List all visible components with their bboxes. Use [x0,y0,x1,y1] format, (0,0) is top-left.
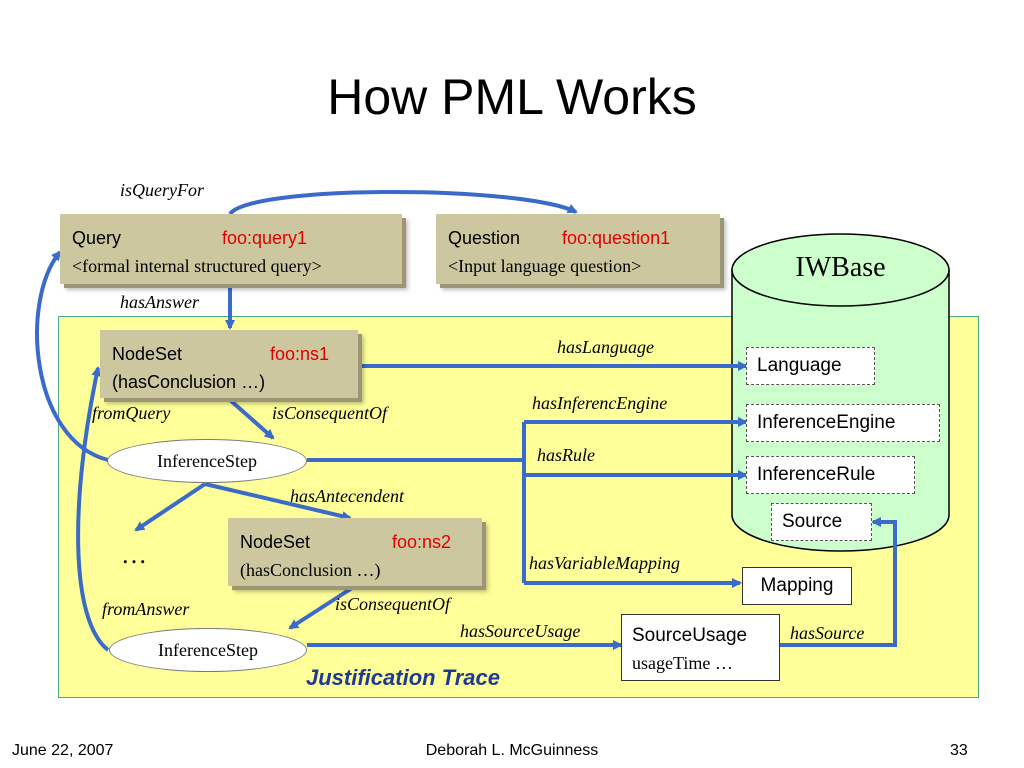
inference-rule-box: InferenceRule [746,456,915,494]
nodeset-2-description: (hasConclusion …) [240,560,381,580]
label-has-inference-engine: hasInferencEngine [532,393,668,413]
label-has-answer: hasAnswer [120,292,200,312]
justification-trace-title: Justification Trace [306,665,500,690]
footer-author: Deborah L. McGuinness [425,742,599,759]
query-id: foo:query1 [222,228,308,248]
nodeset-1-description: (hasConclusion …) [112,372,266,392]
language-box: Language [746,347,875,385]
inference-step-1: InferenceStep [107,439,307,483]
nodeset-2-id: foo:ns2 [392,532,452,552]
question-name: Question [448,228,521,248]
source-usage-box: SourceUsage usageTime … [621,614,780,681]
question-id: foo:question1 [562,228,671,248]
footer-date: June 22, 2007 [12,742,114,759]
label-has-language: hasLanguage [557,337,655,357]
query-description: <formal internal structured query> [72,256,322,276]
query-box: Query foo:query1 <formal internal struct… [60,214,402,284]
nodeset-1-box: NodeSet foo:ns1 (hasConclusion …) [100,330,358,398]
nodeset-1-id: foo:ns1 [270,344,330,364]
nodeset-1-name: NodeSet [112,344,183,364]
label-from-query: fromQuery [92,403,171,423]
label-is-query-for: isQueryFor [120,180,204,200]
iwbase-title: IWBase [795,252,886,283]
label-has-source-usage: hasSourceUsage [460,621,581,641]
label-has-rule: hasRule [537,445,595,465]
source-usage-description: usageTime … [632,653,733,673]
page-title: How PML Works [327,69,697,125]
question-description: <Input language question> [448,256,642,276]
label-from-answer: fromAnswer [102,599,190,619]
inference-engine-box: InferenceEngine [746,404,940,442]
label-has-source: hasSource [790,623,865,643]
nodeset-2-name: NodeSet [240,532,311,552]
question-box: Question foo:question1 <Input language q… [436,214,720,284]
nodeset-2-box: NodeSet foo:ns2 (hasConclusion …) [228,518,482,586]
footer-page-number: 33 [950,742,968,759]
query-name: Query [72,228,122,248]
mapping-box: Mapping [742,567,852,605]
inference-step-2: InferenceStep [109,628,307,672]
source-usage-name: SourceUsage [632,625,748,646]
source-box: Source [771,503,872,541]
label-is-consequent-of-2: isConsequentOf [335,594,450,614]
label-is-consequent-of-1: isConsequentOf [272,403,387,423]
ellipsis: … [121,540,147,569]
label-has-antecedent: hasAntecendent [290,486,404,506]
label-has-variable-mapping: hasVariableMapping [529,553,680,573]
